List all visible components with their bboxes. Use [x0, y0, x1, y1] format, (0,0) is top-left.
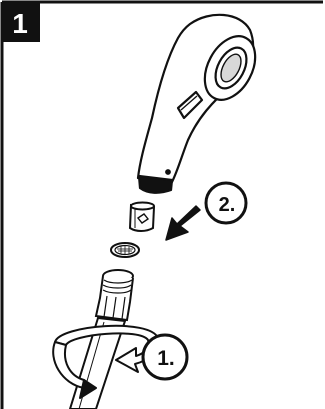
removal-arrow: [165, 205, 201, 241]
callout-step-1: 1.: [141, 333, 189, 381]
step-number: 1: [12, 8, 28, 39]
spray-nozzle-inner: [220, 53, 242, 83]
trigger-button: [176, 90, 204, 120]
filter-sieve: [110, 242, 140, 258]
callout-2-label: 2.: [219, 194, 236, 216]
callout-step-2: 2.: [204, 181, 248, 225]
callout-1-label: 1.: [157, 347, 175, 370]
hose-connector: [94, 269, 134, 322]
shower-head-handle: [136, 13, 257, 194]
handle-collar: [137, 174, 174, 194]
step-badge: 1: [2, 2, 40, 42]
flow-regulator: [128, 201, 156, 232]
unscrew-rotation-arrow: [52, 324, 160, 399]
